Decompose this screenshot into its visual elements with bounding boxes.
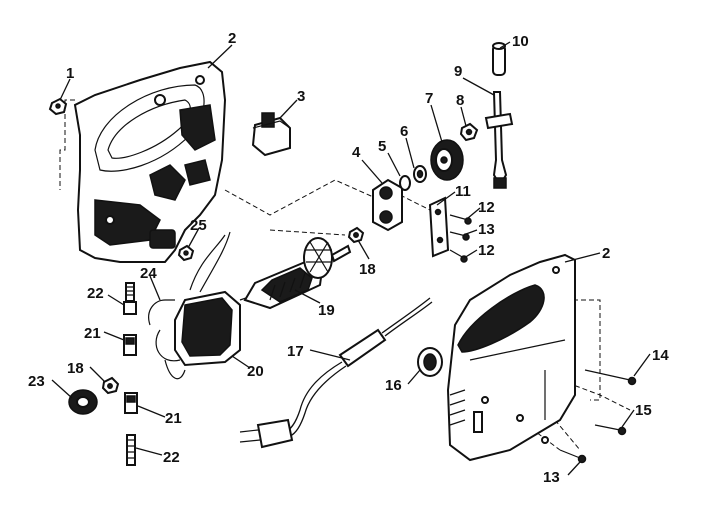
callout-13: 13 [478,221,495,238]
callout-22-lower: 22 [163,449,180,466]
washer-18 [347,226,365,244]
callout-22: 22 [87,285,104,302]
callout-7: 7 [425,90,433,107]
screw-13-lower [559,449,587,464]
motor-field-20 [155,231,241,380]
callout-21-lower: 21 [165,410,182,427]
right-housing-half [446,253,576,462]
callout-10: 10 [512,33,529,50]
armature-19 [239,237,352,310]
grommet-16 [417,347,443,377]
callout-6: 6 [400,123,408,140]
gear-plate-4 [372,178,403,232]
nut-8 [459,122,479,142]
brush-holder-21-upper [123,334,137,356]
brush-22-upper [123,282,137,315]
callout-12-second: 12 [478,242,495,259]
callout-16: 16 [385,377,402,394]
leader-lines [51,41,651,476]
screw-25 [177,244,195,262]
callout-11: 11 [455,183,471,200]
callout-14: 14 [652,347,669,364]
bearing-6 [413,165,427,183]
washer-5 [399,175,411,191]
gear-7 [430,139,464,181]
callout-13-lower: 13 [543,469,560,486]
left-housing-half [73,60,227,263]
callout-12: 12 [478,199,495,216]
roller-10 [492,42,506,76]
callout-18: 18 [359,261,376,278]
screw-14 [584,369,637,386]
callout-1: 1 [66,65,74,82]
screw-1 [48,97,68,116]
plunger-9 [484,91,514,189]
callout-21: 21 [84,325,101,342]
brush-22-lower [126,434,136,466]
callout-5: 5 [378,138,386,155]
brush-holder-21-lower [124,392,138,414]
washer-18-lower [101,376,120,395]
knob-23 [68,389,98,415]
callout-19: 19 [318,302,335,319]
callout-17: 17 [287,343,304,360]
wire-24 [148,299,175,326]
power-cord-17 [239,297,433,449]
screw-15 [594,424,627,436]
callout-2: 2 [228,30,236,47]
callout-3: 3 [297,88,305,105]
callout-15: 15 [635,402,652,419]
callout-9: 9 [454,63,462,80]
callout-24: 24 [140,265,157,282]
callout-4: 4 [352,144,361,161]
switch-3 [251,112,291,157]
callouts: 1 2 3 4 5 6 7 8 9 10 11 12 13 12 2 25 18… [28,30,669,486]
callout-2-right: 2 [602,245,610,262]
callout-8: 8 [456,92,464,109]
callout-20: 20 [247,363,264,380]
callout-25: 25 [190,217,207,234]
bracket-11 [428,196,450,258]
callout-18-lower: 18 [67,360,84,377]
callout-23: 23 [28,373,45,390]
